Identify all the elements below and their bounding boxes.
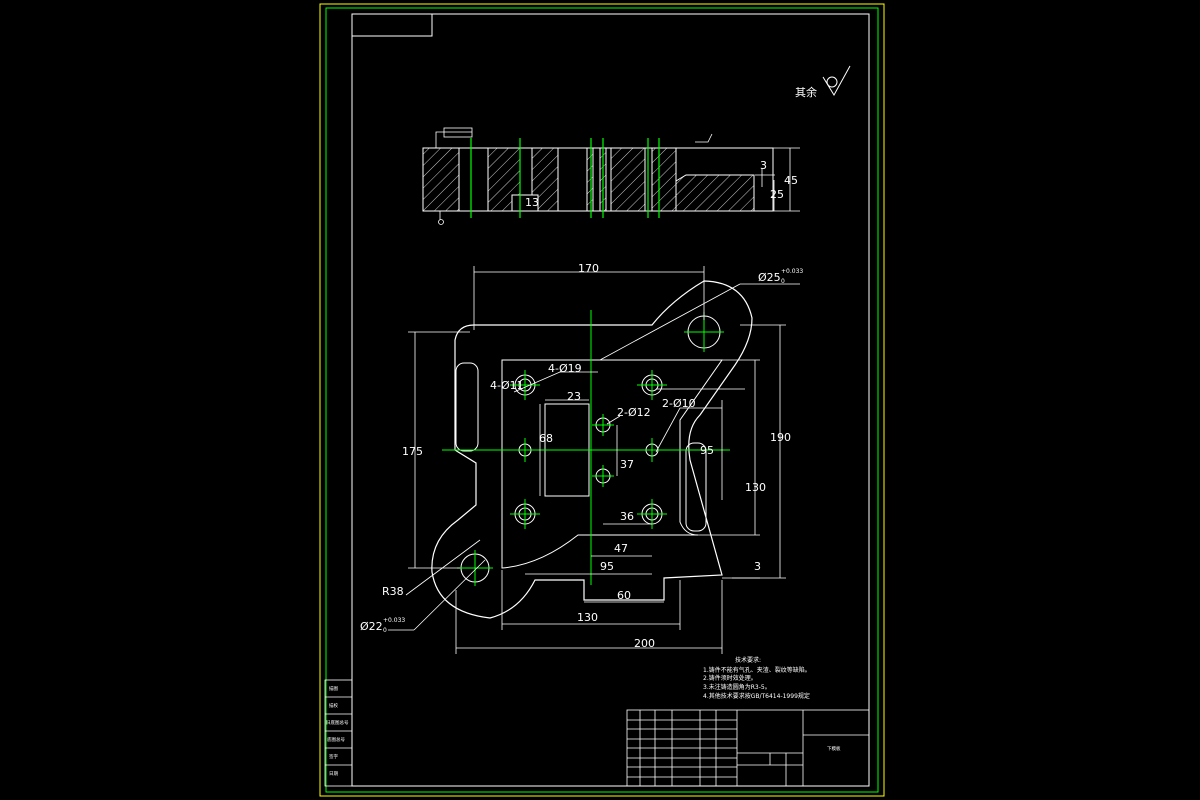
callout-bore-25-tol: +0.033 — [781, 268, 803, 275]
surface-roughness-symbol: 其余 — [795, 65, 851, 99]
sheet-border-green — [325, 7, 879, 793]
bore-22-group — [457, 550, 493, 586]
dim-r38: R38 — [382, 585, 404, 598]
drawing-number-box — [351, 13, 433, 37]
dim-130-right: 130 — [745, 481, 766, 494]
stamp-2: 旧底图总号 — [326, 719, 349, 726]
dim-3: 3 — [754, 560, 761, 573]
dim-60: 60 — [617, 589, 631, 602]
dim-190: 190 — [770, 431, 791, 444]
section-view: 13 45 25 3 — [422, 127, 800, 225]
plan-view: 170 175 190 130 130 200 60 95 95 47 36 3… — [360, 262, 803, 654]
callout-bore-22-zero: 0 — [383, 627, 387, 634]
dim-13: 13 — [525, 196, 539, 209]
callout-bore-25: Ø25 — [758, 271, 781, 284]
part-name: 下模板 — [827, 745, 841, 752]
callout-bore-22: Ø22 — [360, 620, 383, 633]
stamp-4: 签字 — [329, 753, 338, 760]
callout-2-10: 2-Ø10 — [662, 397, 696, 410]
callout-bore-22-tol: +0.033 — [383, 617, 405, 624]
dim-25: 25 — [770, 188, 784, 201]
dim-47: 47 — [614, 542, 628, 555]
dim-3-side: 3 — [760, 159, 767, 172]
notes-item-2: 2.铸件须时效处理。 — [703, 674, 757, 682]
dim-23: 23 — [567, 390, 581, 403]
notes-item-3: 3.未注铸造圆角为R3-5。 — [703, 683, 771, 691]
dim-95-bottom: 95 — [600, 560, 614, 573]
callout-4-19: 4-Ø19 — [548, 362, 582, 375]
stamp-3: 底图总号 — [327, 736, 345, 743]
centerlines — [442, 310, 730, 585]
sheet-border-outer — [319, 3, 885, 797]
notes-item-1: 1.铸件不能有气孔、夹渣、裂纹等缺陷。 — [703, 666, 811, 674]
stamp-5: 日期 — [329, 771, 338, 777]
dim-95-right: 95 — [700, 444, 714, 457]
stamp-0: 描图 — [329, 685, 338, 692]
notes-item-4: 4.其他技术要求按GB/T6414-1999规定 — [703, 692, 810, 700]
dim-175: 175 — [402, 445, 423, 458]
dim-36: 36 — [620, 510, 634, 523]
callout-2-12: 2-Ø12 — [617, 406, 651, 419]
left-slot — [455, 362, 479, 452]
part-outline — [431, 280, 753, 619]
title-block: 下模板 — [626, 709, 870, 787]
dim-130-bottom: 130 — [577, 611, 598, 624]
side-stamp-table: 描图 描校 旧底图总号 底图总号 签字 日期 — [324, 679, 353, 787]
right-slot — [685, 442, 707, 532]
rest-label: 其余 — [795, 85, 817, 99]
roughness-circle-icon — [826, 76, 838, 88]
sheet-border-inner — [351, 13, 870, 787]
callout-bore-25-zero: 0 — [781, 278, 785, 285]
dim-200: 200 — [634, 637, 655, 650]
callout-4-11: 4-Ø11 — [490, 379, 524, 392]
dim-170: 170 — [578, 262, 599, 275]
technical-notes: 技术要求: 1.铸件不能有气孔、夹渣、裂纹等缺陷。 2.铸件须时效处理。 3.未… — [703, 656, 811, 700]
dimension-lines — [388, 266, 800, 654]
dim-37: 37 — [620, 458, 634, 471]
inner-pocket — [501, 359, 723, 569]
dim-45: 45 — [784, 174, 798, 187]
dim-68: 68 — [539, 432, 553, 445]
stamp-1: 描校 — [329, 702, 338, 709]
notes-title: 技术要求: — [735, 656, 761, 664]
